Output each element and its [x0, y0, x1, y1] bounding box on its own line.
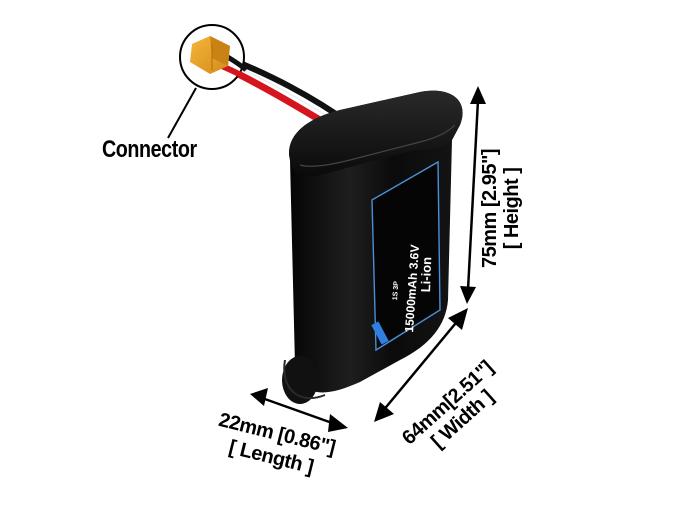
connector-callout: [167, 24, 248, 139]
battery-label: [371, 160, 441, 352]
xt-connector-icon: [190, 36, 230, 74]
height-name: [ Height ]: [501, 167, 523, 250]
dimension-arrows: [250, 86, 486, 432]
brand-logo-icon: [371, 321, 389, 345]
label-config: 1S 3P: [392, 280, 401, 301]
height-value: 75mm [2.95"]: [479, 148, 501, 268]
height-dimension: 75mm [2.95"] [ Height ]: [479, 149, 523, 268]
connector-label: Connector: [102, 136, 197, 163]
